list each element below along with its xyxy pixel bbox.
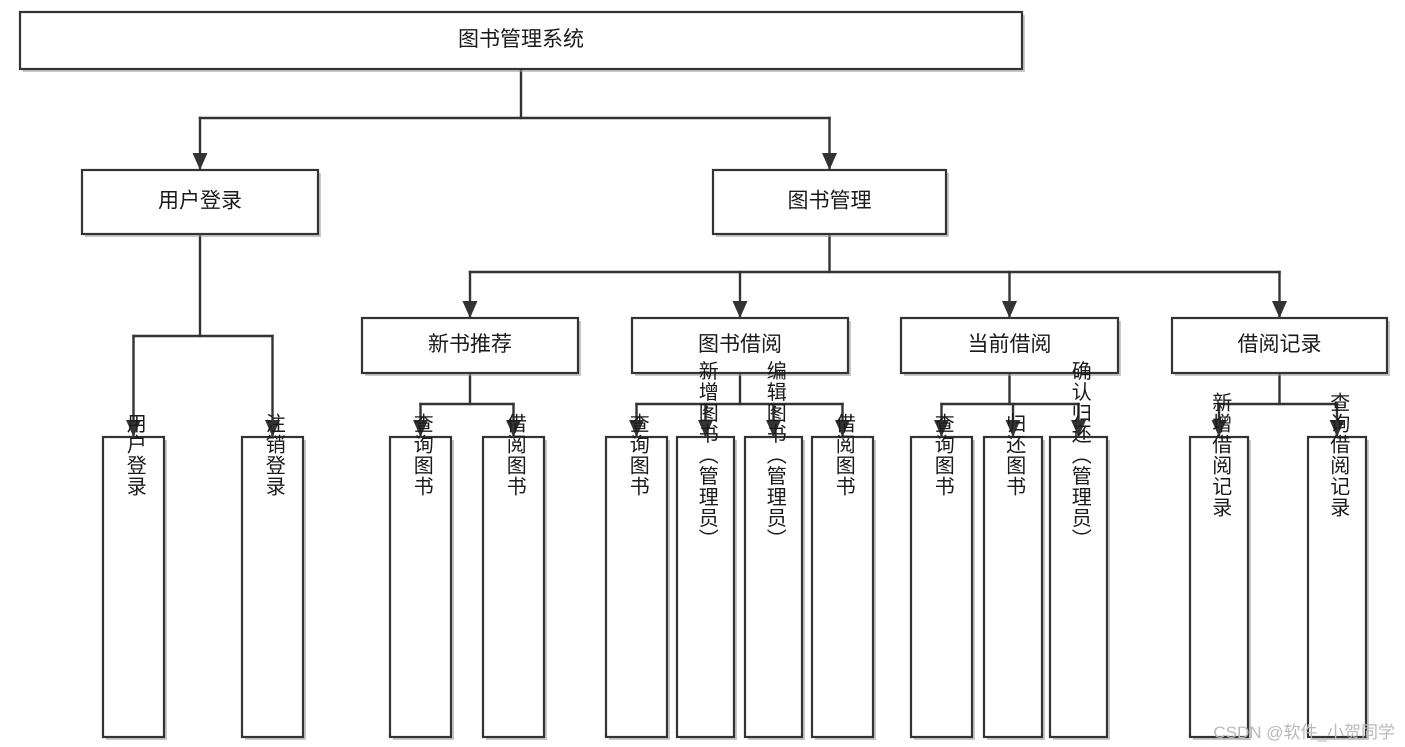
node-label: 图书管理 [788,190,872,213]
node-label: 新增图书（管理员） [695,360,718,549]
node-box[interactable] [899,316,1120,375]
arrow-head [192,153,208,170]
node-label: 当前借阅 [968,333,1052,356]
edge-group-root [192,67,837,171]
node-box[interactable] [982,435,1044,739]
node-box[interactable] [810,435,875,739]
nodes-layer: 图书管理系统用户登录图书管理新书推荐图书借阅当前借阅借阅记录用户登录注销登录查询… [18,10,1390,740]
arrow-head [698,420,713,437]
node-box[interactable] [360,316,580,375]
node-label: 查询图书 [626,413,649,497]
node-box[interactable] [1188,435,1250,739]
node-label: 借阅记录 [1238,333,1322,356]
arrow-head [1272,301,1287,318]
arrow-head [835,420,850,437]
node-leaf-edit-book[interactable]: 编辑图书（管理员） [743,360,805,740]
node-leaf-query-book-1[interactable]: 查询图书 [388,413,454,740]
arrow-head [1329,420,1345,437]
arrow-head [1071,420,1086,437]
node-label: 图书借阅 [698,333,782,356]
arrow-head [1211,420,1227,437]
node-box[interactable] [743,435,804,739]
node-leaf-user-login[interactable]: 用户登录 [101,413,167,740]
node-label: 借阅图书 [832,413,855,497]
node-label: 新增借阅记录 [1209,392,1232,518]
node-label: 查询借阅记录 [1327,392,1350,518]
edge-group-book_borrow [629,371,850,438]
arrow-head [506,420,521,437]
arrow-head [1002,301,1017,318]
node-leaf-confirm-return[interactable]: 确认归还（管理员） [1048,360,1110,740]
arrow-head [934,420,949,437]
node-leaf-borrow-book-1[interactable]: 借阅图书 [481,413,547,740]
node-box[interactable] [481,435,546,739]
edge-group-user_login [126,232,280,438]
node-label: 图书管理系统 [458,28,584,51]
node-box[interactable] [80,168,320,236]
node-box[interactable] [1170,316,1389,375]
node-label: 编辑图书（管理员） [763,360,786,549]
node-label: 用户登录 [158,190,242,213]
node-label: 查询图书 [931,413,954,497]
arrow-head [822,153,837,170]
node-label: 查询图书 [410,413,433,497]
node-box[interactable] [1048,435,1109,739]
node-label: 用户登录 [123,413,146,497]
edge-group-borrow_record [1211,371,1345,438]
node-label: 注销登录 [262,413,285,497]
node-leaf-logout[interactable]: 注销登录 [240,413,306,740]
node-leaf-add-record[interactable]: 新增借阅记录 [1188,392,1251,740]
node-box[interactable] [909,435,974,739]
arrow-head [766,420,781,437]
node-user-login[interactable]: 用户登录 [80,168,321,237]
node-box[interactable] [18,10,1024,71]
node-box[interactable] [630,316,850,375]
node-leaf-borrow-book-2[interactable]: 借阅图书 [810,413,876,740]
node-leaf-query-record[interactable]: 查询借阅记录 [1306,392,1369,740]
node-box[interactable] [604,435,669,739]
arrow-head [732,301,748,318]
arrow-head [1005,420,1021,437]
node-label: 借阅图书 [503,413,526,497]
edges-layer [126,67,1345,438]
node-book-borrow[interactable]: 图书借阅 [630,316,851,376]
node-book-mgmt[interactable]: 图书管理 [711,168,949,237]
arrow-head [126,420,141,437]
node-root[interactable]: 图书管理系统 [18,10,1025,72]
watermark-text: CSDN @软件_小贺同学 [1213,723,1395,742]
node-box[interactable] [101,435,166,739]
arrow-head [462,301,478,318]
node-label: 确认归还（管理员） [1068,360,1091,549]
arrow-head [413,420,428,437]
node-label: 新书推荐 [428,333,512,356]
node-box[interactable] [388,435,453,739]
node-leaf-return-book[interactable]: 归还图书 [982,413,1045,740]
edge-group-book_mgmt [462,232,1287,319]
node-leaf-query-book-2[interactable]: 查询图书 [604,413,670,740]
node-leaf-query-book-3[interactable]: 查询图书 [909,413,975,740]
edge-group-new_book_rec [413,371,521,438]
node-new-book-rec[interactable]: 新书推荐 [360,316,581,376]
arrow-head [265,420,280,437]
node-box[interactable] [711,168,948,236]
node-current-borrow[interactable]: 当前借阅 [899,316,1121,376]
arrow-head [629,420,644,437]
node-box[interactable] [675,435,736,739]
node-box[interactable] [240,435,305,739]
edge-group-current_borrow [934,371,1086,438]
node-leaf-add-book[interactable]: 新增图书（管理员） [675,360,737,740]
node-label: 归还图书 [1003,413,1026,497]
node-box[interactable] [1306,435,1368,739]
node-borrow-record[interactable]: 借阅记录 [1170,316,1390,376]
